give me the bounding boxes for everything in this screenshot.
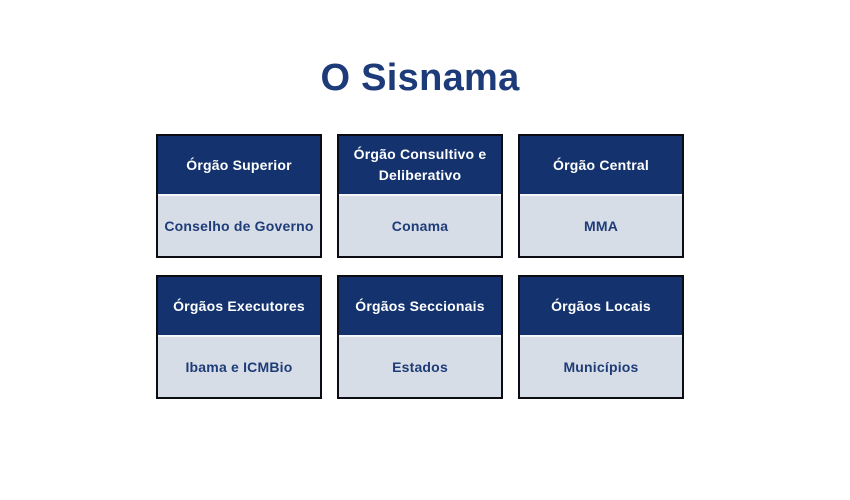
box-body-municipios: Municípios	[520, 337, 682, 397]
box-body-label: Ibama e ICMBio	[185, 359, 293, 375]
box-header-orgao-superior: Órgão Superior	[158, 136, 320, 196]
box-orgao-consultivo-deliberativo: Órgão Consultivo e Deliberativo Conama	[337, 134, 503, 258]
box-orgaos-executores: Órgãos Executores Ibama e ICMBio	[156, 275, 322, 399]
box-body-conama: Conama	[339, 196, 501, 256]
box-orgao-central: Órgão Central MMA	[518, 134, 684, 258]
box-body-label: Conama	[391, 218, 449, 234]
box-header-label: Órgão Central	[553, 156, 649, 173]
box-header-label: Órgão Superior	[186, 156, 292, 173]
box-body-mma: MMA	[520, 196, 682, 256]
box-body-label: Estados	[392, 359, 448, 375]
box-orgao-superior: Órgão Superior Conselho de Governo	[156, 134, 322, 258]
page-title: O Sisnama	[320, 57, 520, 99]
box-header-label: Órgãos Locais	[551, 297, 651, 314]
box-body-label: Municípios	[563, 359, 639, 375]
box-header-orgao-consultivo-deliberativo: Órgão Consultivo e Deliberativo	[339, 136, 501, 196]
box-header-orgaos-seccionais: Órgãos Seccionais	[339, 277, 501, 337]
box-header-label: Órgãos Seccionais	[355, 297, 485, 314]
box-header-orgao-central: Órgão Central	[520, 136, 682, 196]
org-chart-grid: Órgão Superior Conselho de Governo Órgão…	[156, 134, 684, 399]
box-body-ibama-icmbio: Ibama e ICMBio	[158, 337, 320, 397]
box-orgaos-locais: Órgãos Locais Municípios	[518, 275, 684, 399]
box-body-estados: Estados	[339, 337, 501, 397]
box-header-label: Órgão Consultivo e Deliberativo	[353, 146, 487, 183]
box-header-orgaos-locais: Órgãos Locais	[520, 277, 682, 337]
box-header-orgaos-executores: Órgãos Executores	[158, 277, 320, 337]
box-body-label: Conselho de Governo	[164, 218, 314, 234]
box-body-conselho-de-governo: Conselho de Governo	[158, 196, 320, 256]
box-body-label: MMA	[583, 218, 619, 234]
box-header-label: Órgãos Executores	[173, 297, 305, 314]
box-orgaos-seccionais: Órgãos Seccionais Estados	[337, 275, 503, 399]
